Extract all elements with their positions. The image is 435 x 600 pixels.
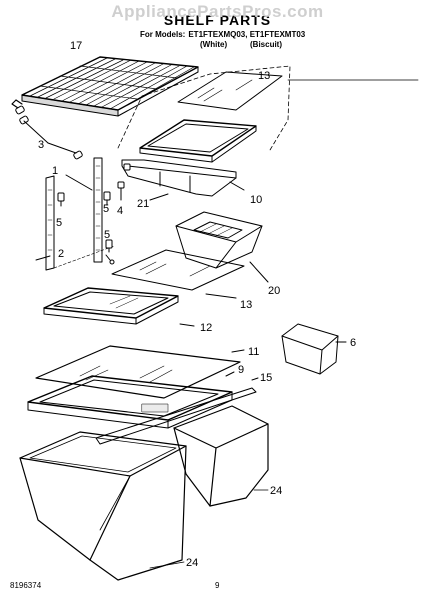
callout-5-low: 5	[104, 229, 110, 241]
callout-17: 17	[70, 40, 82, 52]
callout-24-right: 24	[270, 485, 282, 497]
callout-5-left: 5	[56, 217, 62, 229]
callout-15: 15	[260, 372, 272, 384]
part-wire-shelf	[11, 56, 199, 117]
callout-13-top: 13	[258, 70, 270, 82]
variant-biscuit: (Biscuit)	[250, 40, 282, 49]
callout-4: 4	[117, 205, 123, 217]
model-numbers: For Models:ET1FTEXMQ03, ET1FTEXMT03	[140, 30, 305, 40]
callout-13-mid: 13	[240, 299, 252, 311]
part-shelf-frame	[43, 287, 195, 327]
page-title: SHELF PARTS	[163, 12, 272, 28]
models-list: ET1FTEXMQ03, ET1FTEXMT03	[188, 30, 306, 39]
part-screws	[57, 191, 115, 265]
callout-11: 11	[248, 346, 259, 358]
part-crisper-basket	[175, 211, 269, 283]
callout-6: 6	[350, 337, 356, 349]
callout-9: 9	[238, 364, 244, 376]
part-crisper-cover-frame	[139, 119, 257, 163]
part-crisper-cover-support	[121, 159, 245, 197]
watermark: AppliancePartsPros.com	[111, 2, 324, 21]
callout-2: 2	[58, 248, 64, 260]
callout-10: 10	[250, 194, 262, 206]
part-shelf-ladder-left	[35, 175, 115, 271]
part-shelf-ladder	[65, 157, 103, 263]
part-crisper-cover-lower	[27, 371, 235, 429]
part-crisper-drawer-right	[173, 405, 269, 507]
callout-1: 1	[52, 165, 58, 177]
part-shelf-end-caps	[15, 105, 83, 160]
variant-white: (White)	[200, 40, 228, 49]
callout-12: 12	[200, 322, 212, 334]
crisper-cover-assembly-box	[117, 65, 419, 151]
doc-number: 8196374	[10, 581, 42, 590]
callout-24-left: 24	[186, 557, 198, 569]
models-label: For Models:	[140, 30, 186, 39]
part-utility-bin	[281, 323, 347, 375]
part-glass-shelf	[35, 345, 245, 399]
part-divider-rail	[95, 377, 259, 445]
part-crisper-drawer-left	[19, 431, 187, 581]
page-number: 9	[215, 581, 220, 590]
callout-20: 20	[268, 285, 280, 297]
part-fasteners	[117, 163, 169, 201]
part-glass-insert-middle	[111, 249, 245, 299]
callout-21: 21	[137, 198, 149, 210]
callout-labels: 17 13 3 1 5 5 4 21 10 5 2 20 13 12 6 11 …	[38, 40, 356, 569]
callout-5-mid: 5	[103, 203, 109, 215]
callout-3: 3	[38, 139, 44, 151]
part-glass-insert-top	[177, 71, 283, 111]
